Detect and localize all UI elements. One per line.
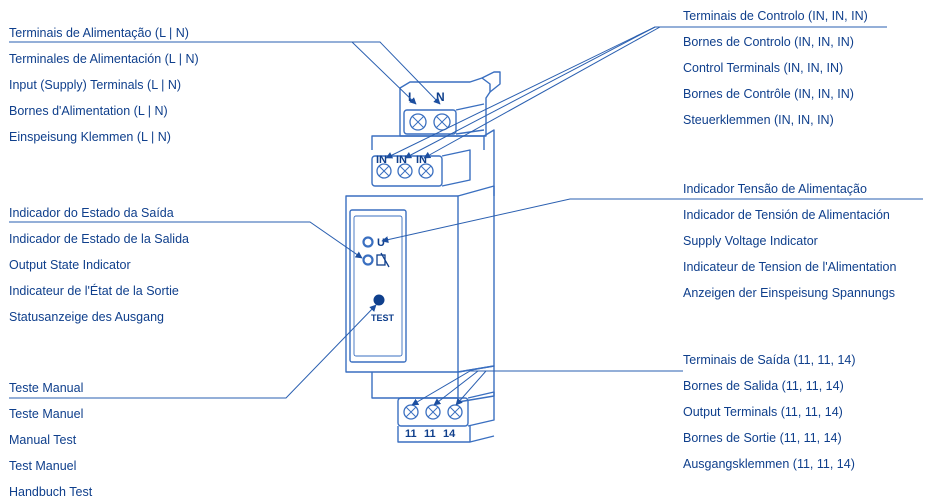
output-state-label-es: Indicador de Estado de la Salida bbox=[9, 232, 189, 246]
supply-voltage-label-fr: Indicateur de Tension de l'Alimentation bbox=[683, 260, 897, 274]
output-terminals-label-pt: Terminais de Saída (11, 11, 14) bbox=[683, 353, 856, 367]
manual-test-label-fr: Test Manuel bbox=[9, 459, 77, 473]
output-terminals-label-es: Bornes de Salida (11, 11, 14) bbox=[683, 379, 844, 393]
control-terminals-label-es: Bornes de Controlo (IN, IN, IN) bbox=[683, 35, 854, 49]
control-terminal-in-3: IN bbox=[416, 154, 427, 166]
control-terminals-label-de: Steuerklemmen (IN, IN, IN) bbox=[683, 113, 834, 127]
manual-test-label-es: Teste Manuel bbox=[9, 407, 84, 421]
manual-test-label-en: Manual Test bbox=[9, 433, 77, 447]
output-terminals-label-fr: Bornes de Sortie (11, 11, 14) bbox=[683, 431, 842, 445]
top-terminal-n: N bbox=[436, 90, 445, 104]
output-terminals-label-de: Ausgangsklemmen (11, 11, 14) bbox=[683, 457, 855, 471]
supply-terminals-label-en: Input (Supply) Terminals (L | N) bbox=[9, 78, 182, 92]
test-button[interactable] bbox=[373, 294, 385, 306]
control-terminals-label-en: Control Terminals (IN, IN, IN) bbox=[683, 61, 844, 75]
supply-terminals-label-fr: Bornes d'Alimentation (L | N) bbox=[9, 104, 168, 118]
output-terminal-14: 14 bbox=[443, 428, 456, 440]
output-terminal-11a: 11 bbox=[405, 428, 417, 440]
supply-voltage-u-label: U bbox=[377, 237, 385, 249]
supply-voltage-label-pt: Indicador Tensão de Alimentação bbox=[683, 182, 867, 196]
output-state-label-pt: Indicador do Estado da Saída bbox=[9, 206, 174, 220]
supply-voltage-label-de: Anzeigen der Einspeisung Spannungs bbox=[683, 286, 895, 300]
output-state-label-de: Statusanzeige des Ausgang bbox=[9, 310, 164, 324]
output-screws bbox=[403, 404, 463, 420]
control-terminals-label-fr: Bornes de Contrôle (IN, IN, IN) bbox=[683, 87, 854, 101]
supply-terminals-label-pt: Terminais de Alimentação (L | N) bbox=[9, 26, 189, 40]
control-terminal-in-1: IN bbox=[376, 154, 387, 166]
supply-voltage-label-es: Indicador de Tensión de Alimentación bbox=[683, 208, 890, 222]
control-screws bbox=[376, 163, 434, 179]
output-terminal-11b: 11 bbox=[424, 428, 436, 440]
manual-test-label-de: Handbuch Test bbox=[9, 485, 93, 499]
output-state-led-icon bbox=[362, 254, 374, 266]
output-terminals-label-en: Output Terminals (11, 11, 14) bbox=[683, 405, 843, 419]
output-state-label-en: Output State Indicator bbox=[9, 258, 131, 272]
top-screws bbox=[409, 113, 451, 131]
supply-terminals-label-de: Einspeisung Klemmen (L | N) bbox=[9, 130, 171, 144]
control-terminal-in-2: IN bbox=[396, 154, 407, 166]
supply-voltage-led-icon bbox=[362, 236, 374, 248]
supply-voltage-label-en: Supply Voltage Indicator bbox=[683, 234, 818, 248]
output-state-label-fr: Indicateur de l'État de la Sortie bbox=[9, 284, 179, 298]
top-terminal-l: L bbox=[408, 90, 415, 104]
supply-terminals-label-es: Terminales de Alimentación (L | N) bbox=[9, 52, 199, 66]
relay-symbol-icon bbox=[376, 252, 390, 268]
test-button-label: TEST bbox=[371, 313, 395, 323]
device-body bbox=[345, 71, 501, 443]
manual-test-label-pt: Teste Manual bbox=[9, 381, 84, 395]
callout-lines bbox=[9, 26, 923, 406]
control-terminals-label-pt: Terminais de Controlo (IN, IN, IN) bbox=[683, 9, 868, 23]
